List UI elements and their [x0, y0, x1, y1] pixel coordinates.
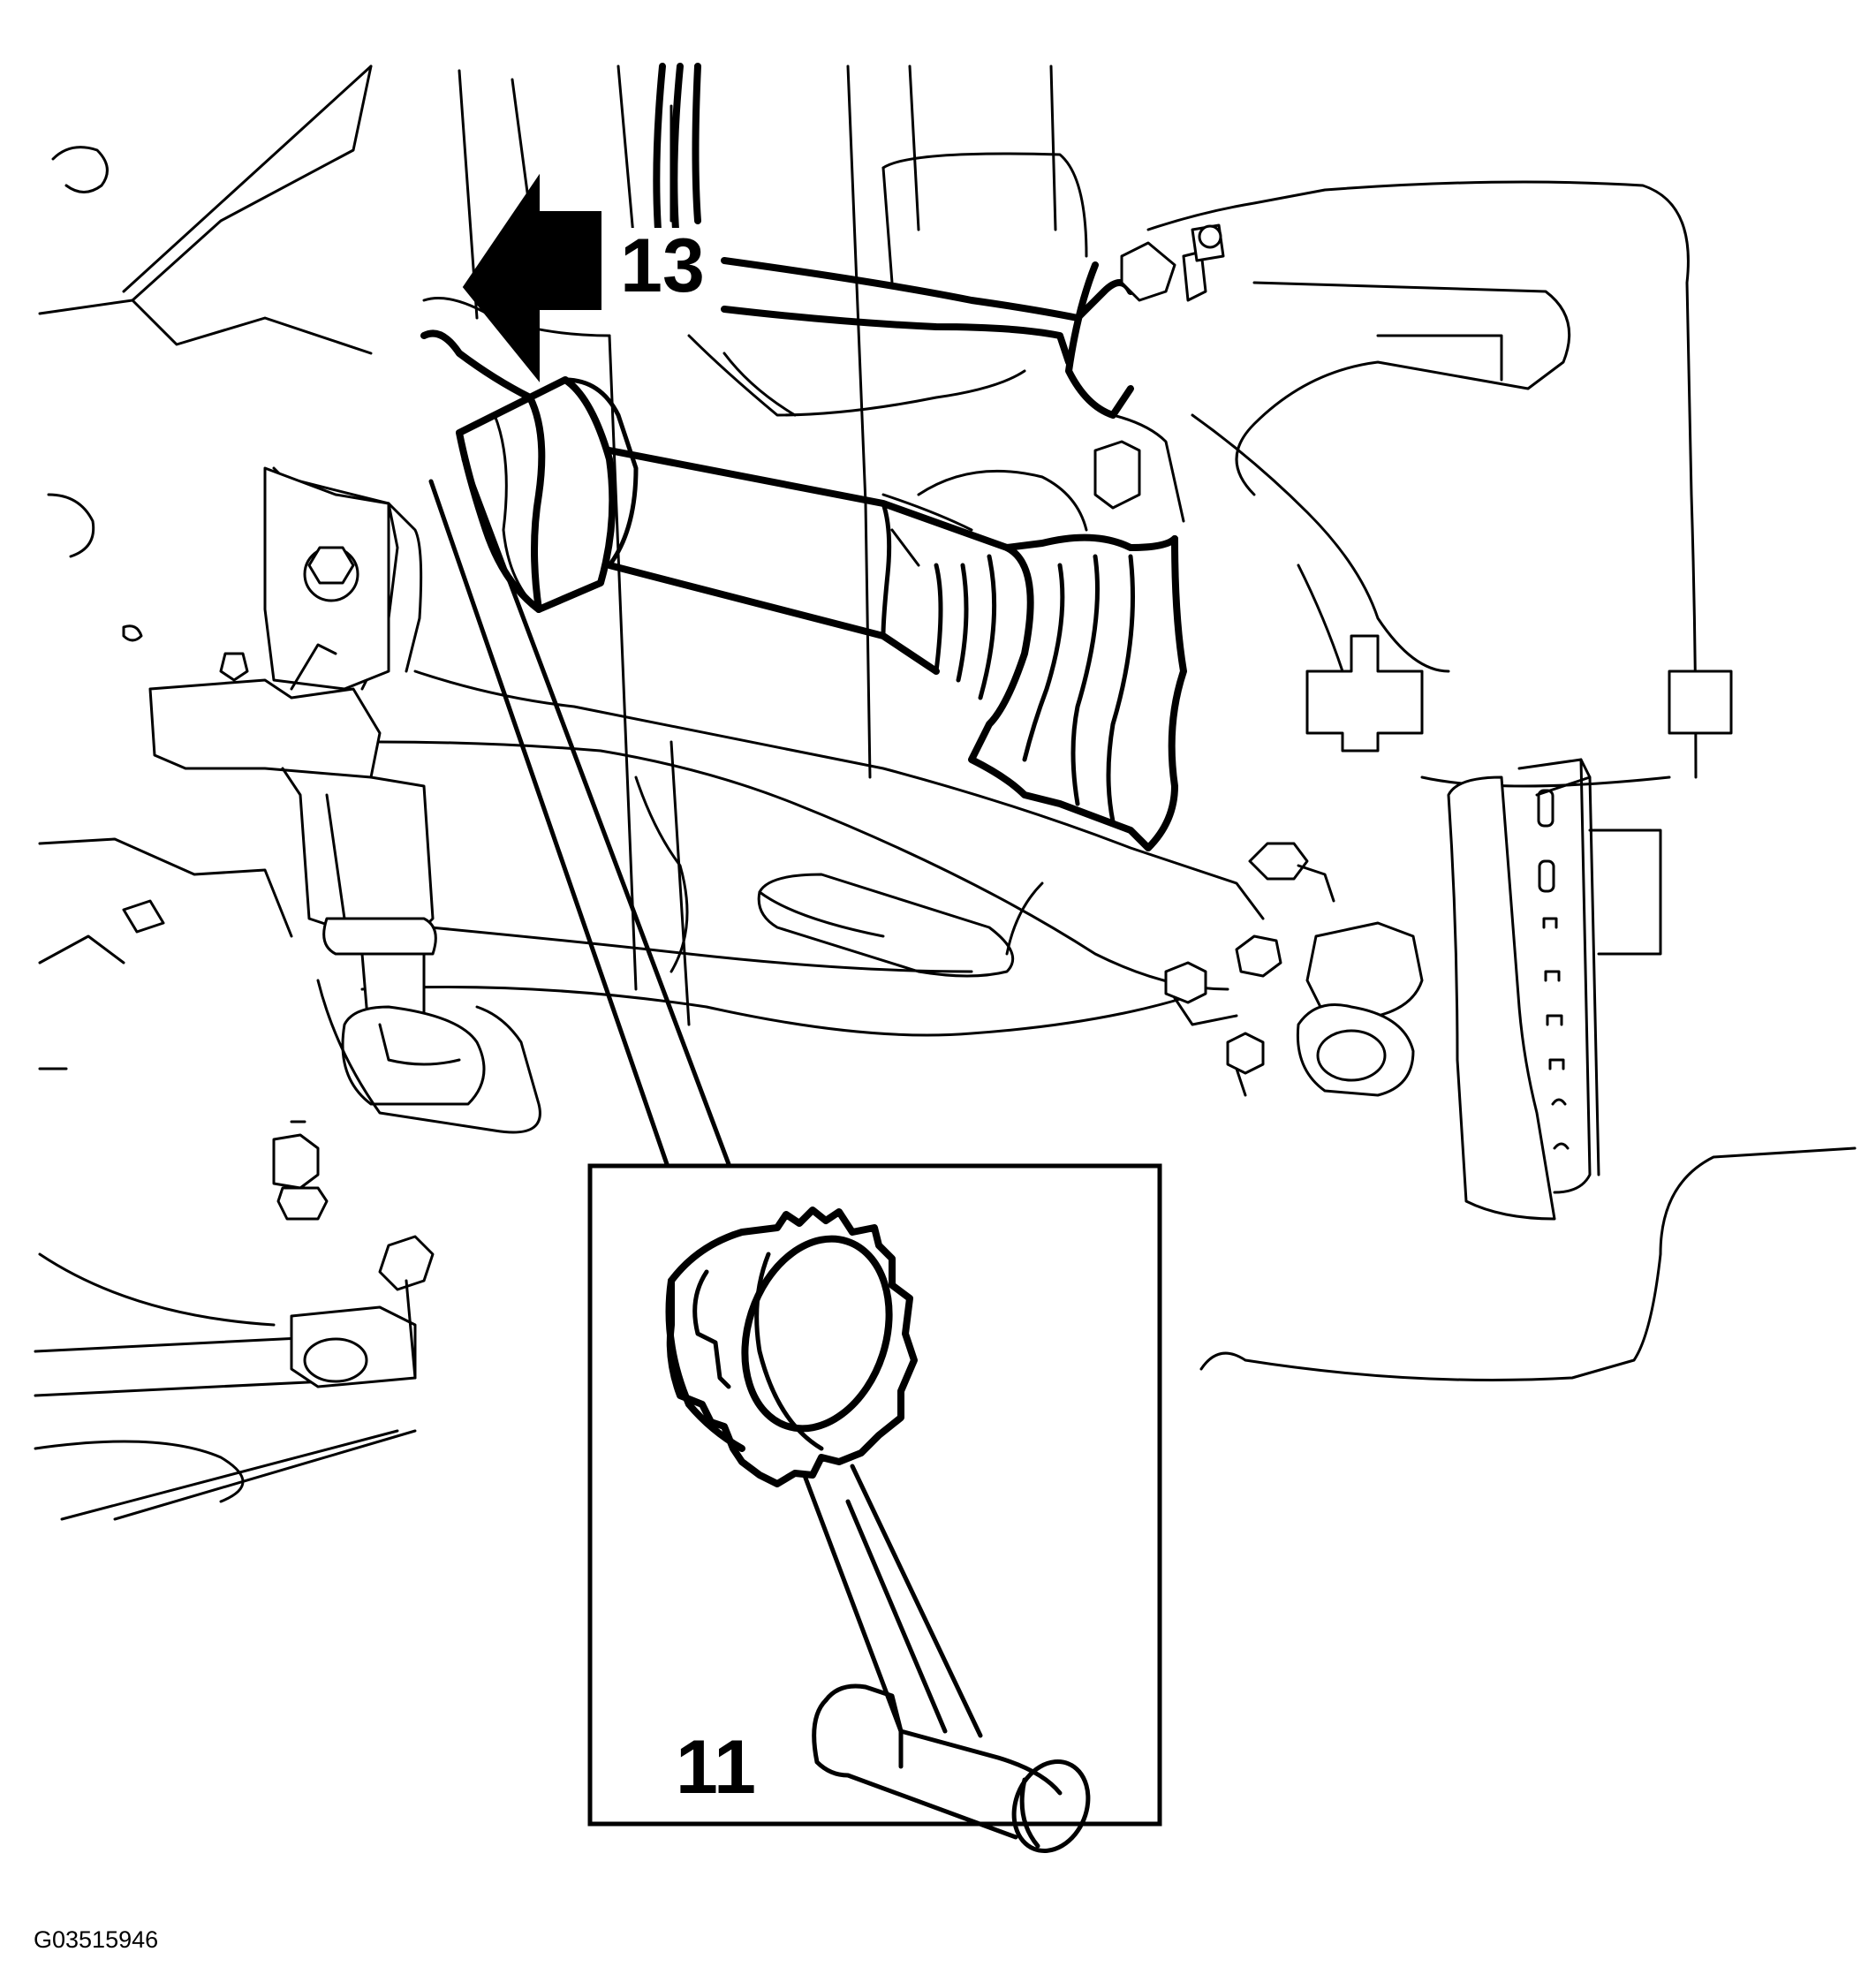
figure-id: G03515946 — [34, 1926, 158, 1953]
lower-control-arm — [334, 669, 1265, 1037]
body-structure — [34, 64, 417, 1521]
suspension-fork — [1447, 758, 1662, 1221]
stabilizer-bar — [148, 466, 541, 1134]
callout-13-label: 13 — [620, 223, 705, 308]
inset-frame — [587, 1163, 1162, 1827]
bushing-right — [1296, 921, 1424, 1097]
strut-assembly — [422, 63, 1057, 1026]
drive-shaft — [456, 376, 1187, 851]
callout-13-background — [609, 228, 714, 302]
callout-13: 13 — [609, 223, 714, 308]
callout-11-label: 11 — [676, 1725, 756, 1810]
tool-inset: 11 — [587, 1163, 1162, 1853]
bolt-arm-right — [1248, 842, 1335, 903]
inset-leader-lines — [428, 457, 731, 1167]
wheel-housing — [1199, 1146, 1857, 1381]
drive-shaft-removal-tool-icon — [665, 1207, 1091, 1853]
wiring-harness — [420, 223, 1225, 523]
bolts — [272, 842, 1424, 1388]
bolt-cluster-rear — [1164, 934, 1282, 1097]
bolt-left-lower — [272, 1120, 329, 1221]
direction-arrow-icon — [462, 173, 601, 382]
bolt-left-bottom — [290, 1235, 435, 1388]
brake-caliper — [881, 152, 1733, 788]
